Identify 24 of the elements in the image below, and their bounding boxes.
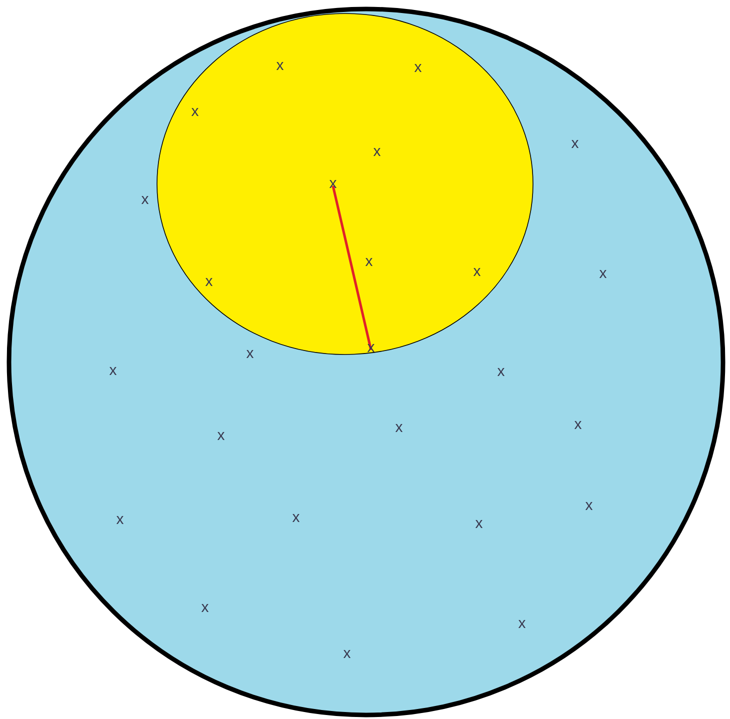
cross-mark: x: [292, 514, 300, 522]
cross-mark: x: [497, 368, 505, 376]
cross-mark: x: [473, 268, 481, 276]
cross-mark: x: [518, 620, 526, 628]
cross-mark: x: [201, 604, 209, 612]
cross-mark: x: [343, 650, 351, 658]
cross-mark: x: [116, 516, 124, 524]
cross-mark: x: [191, 108, 199, 116]
cross-mark: x: [276, 62, 284, 70]
cross-mark: x: [571, 140, 579, 148]
cross-mark: x: [585, 502, 593, 510]
cross-mark: x: [329, 180, 337, 188]
cross-mark: x: [395, 424, 403, 432]
cross-mark: x: [367, 344, 375, 352]
cross-mark: x: [365, 258, 373, 266]
cross-mark: x: [109, 367, 117, 375]
cross-mark: x: [574, 421, 582, 429]
cross-mark: x: [475, 520, 483, 528]
cross-mark: x: [599, 270, 607, 278]
cross-mark: x: [246, 350, 254, 358]
cross-mark: x: [414, 64, 422, 72]
cross-mark: x: [217, 432, 225, 440]
cross-mark: x: [373, 148, 381, 156]
cross-mark: x: [205, 278, 213, 286]
